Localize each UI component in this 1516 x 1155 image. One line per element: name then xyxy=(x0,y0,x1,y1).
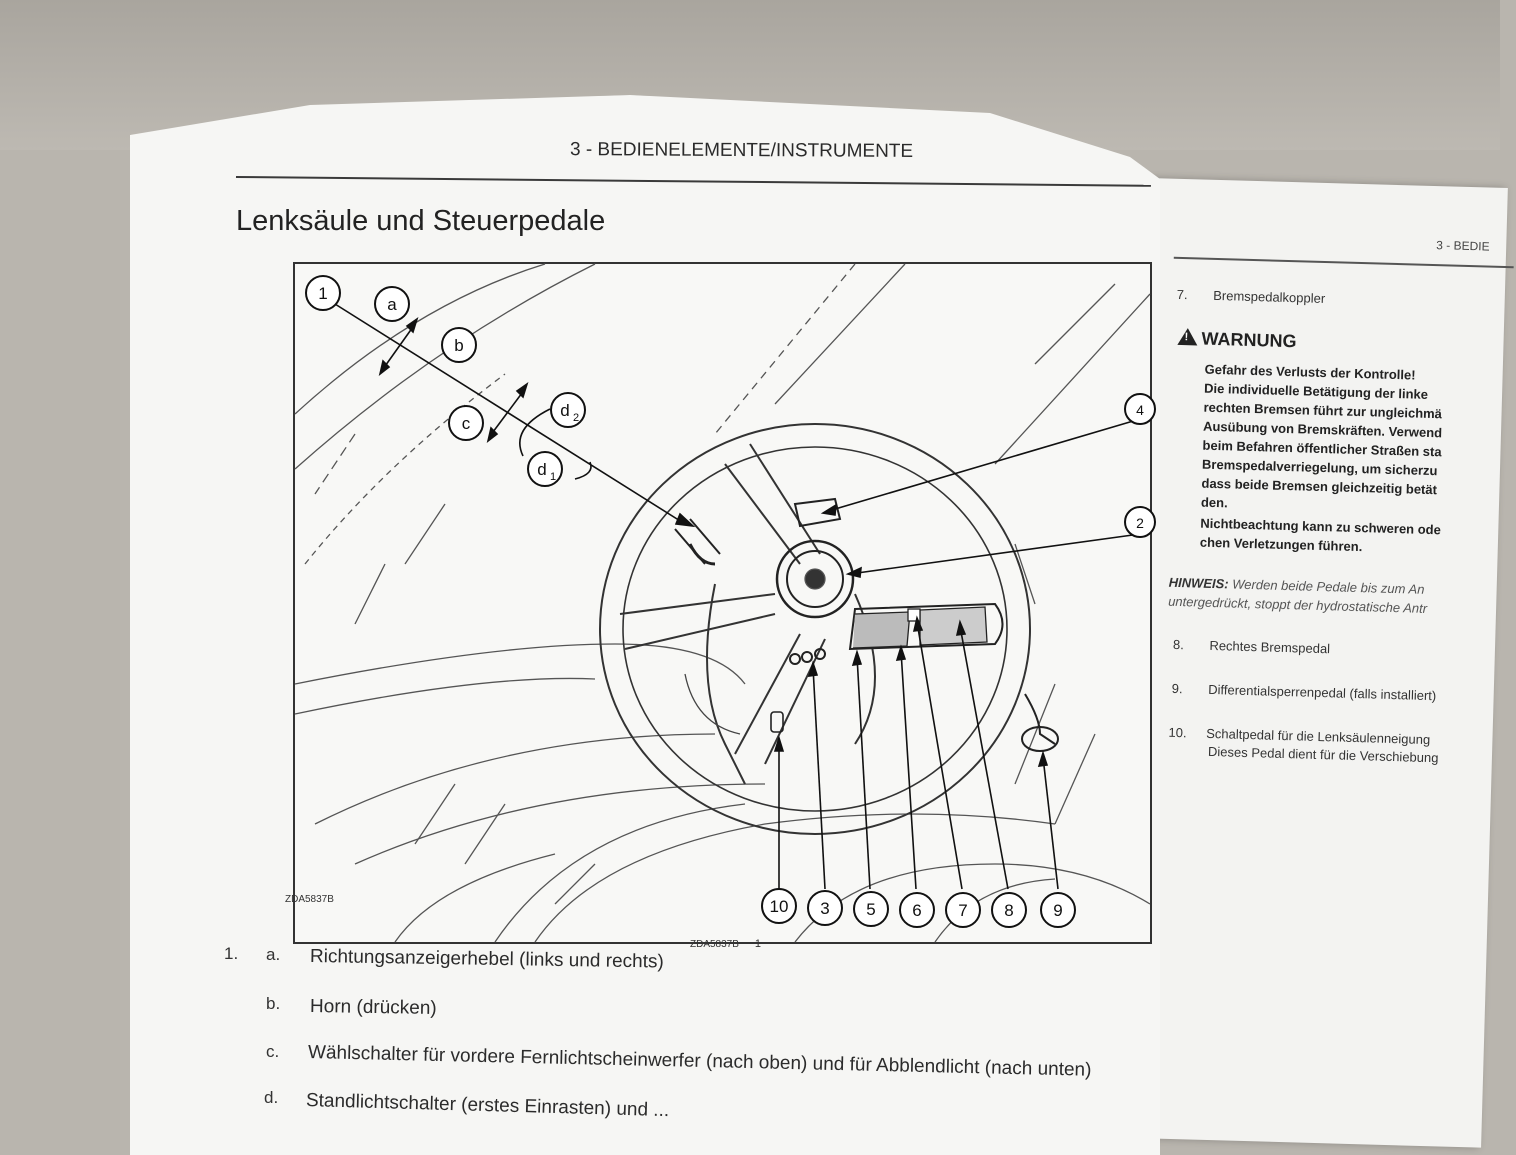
right-page-rule xyxy=(1173,256,1514,269)
right-page-header: 3 - BEDIE xyxy=(1436,238,1490,254)
callout-2: 2 xyxy=(1136,515,1144,531)
callout-d1-sub: 1 xyxy=(550,471,556,483)
callout-1: 1 xyxy=(318,284,327,303)
right-item-7-num: 7. xyxy=(1176,286,1188,303)
callout-5: 5 xyxy=(866,900,875,919)
callout-10: 10 xyxy=(770,897,789,916)
note-text-1: Werden beide Pedale bis zum An xyxy=(1232,576,1425,597)
warning-line-10: chen Verletzungen führen. xyxy=(1199,534,1363,555)
callout-6: 6 xyxy=(912,901,921,920)
warning-line-6: Bremspedalverriegelung, um sicherzu xyxy=(1201,456,1438,479)
warning-title: WARNUNG xyxy=(1177,327,1297,352)
warning-line-7: dass beide Bremsen gleichzeitig betät xyxy=(1201,475,1438,498)
warning-line-3: rechten Bremsen führt zur ungleichmä xyxy=(1203,399,1443,422)
right-item-7-text: Bremspedalkoppler xyxy=(1213,287,1326,306)
callout-9: 9 xyxy=(1053,901,1062,920)
callout-3: 3 xyxy=(820,899,829,918)
warning-line-5: beim Befahren öffentlicher Straßen sta xyxy=(1202,437,1442,460)
callout-d1: d xyxy=(537,460,546,479)
steering-column-figure: 1 a b c d 2 d 1 4 2 10 3 5 6 7 xyxy=(285,262,1156,944)
figure-id: ZDA5837B xyxy=(285,894,334,905)
legend-letter-c: c. xyxy=(266,1042,280,1061)
legend-number: 1. xyxy=(224,944,239,963)
callout-8: 8 xyxy=(1004,901,1013,920)
note-line-2: untergedrückt, stoppt der hydrostatische… xyxy=(1167,593,1428,616)
warning-line-2: Die individuelle Betätigung der linke xyxy=(1203,380,1429,402)
legend-item-b: Horn (drücken) xyxy=(309,996,437,1019)
callout-a: a xyxy=(387,295,397,314)
steering-illustration: 1 a b c d 2 d 1 4 2 10 3 5 6 7 xyxy=(294,263,1156,943)
warning-line-9: Nichtbeachtung kann zu schweren ode xyxy=(1200,515,1442,538)
legend-letter-d: d. xyxy=(264,1088,279,1107)
callout-c: c xyxy=(462,414,471,433)
caption-num: 1 xyxy=(754,938,762,950)
callout-b: b xyxy=(454,336,463,355)
right-item-7: 7. Bremspedalkoppler xyxy=(1177,287,1326,306)
legend-letter-b: b. xyxy=(266,994,281,1013)
warning-line-1: Gefahr des Verlusts der Kontrolle! xyxy=(1204,361,1416,383)
caption-id: ZDA5837B xyxy=(690,939,739,950)
note-label: HINWEIS: xyxy=(1168,574,1229,592)
callout-4: 4 xyxy=(1136,402,1144,418)
right-item-10-line-2: Dieses Pedal dient für die Verschiebung xyxy=(1207,743,1439,766)
callout-d2: d xyxy=(560,401,569,420)
right-page: 3 - BEDIE 7. Bremspedalkoppler WARNUNG G… xyxy=(1121,178,1514,1148)
figure-caption: ZDA5837B 1 xyxy=(690,938,761,950)
page-title: Lenksäule und Steuerpedale xyxy=(236,205,606,237)
right-item-8: 8. Rechtes Bremspedal xyxy=(1172,636,1331,657)
right-item-9: 9. Differentialsperrenpedal (falls insta… xyxy=(1171,680,1437,704)
page-header: 3 - BEDIENELEMENTE/INSTRUMENTE xyxy=(569,139,914,162)
callout-d2-sub: 2 xyxy=(573,412,579,424)
callout-7: 7 xyxy=(958,901,967,920)
warning-line-8: den. xyxy=(1200,494,1228,511)
warning-line-4: Ausübung von Bremskräften. Verwend xyxy=(1202,418,1443,441)
legend-letter-a: a. xyxy=(266,945,281,964)
warning-icon xyxy=(1177,327,1198,346)
note-line-1: HINWEIS: Werden beide Pedale bis zum An xyxy=(1169,575,1425,597)
